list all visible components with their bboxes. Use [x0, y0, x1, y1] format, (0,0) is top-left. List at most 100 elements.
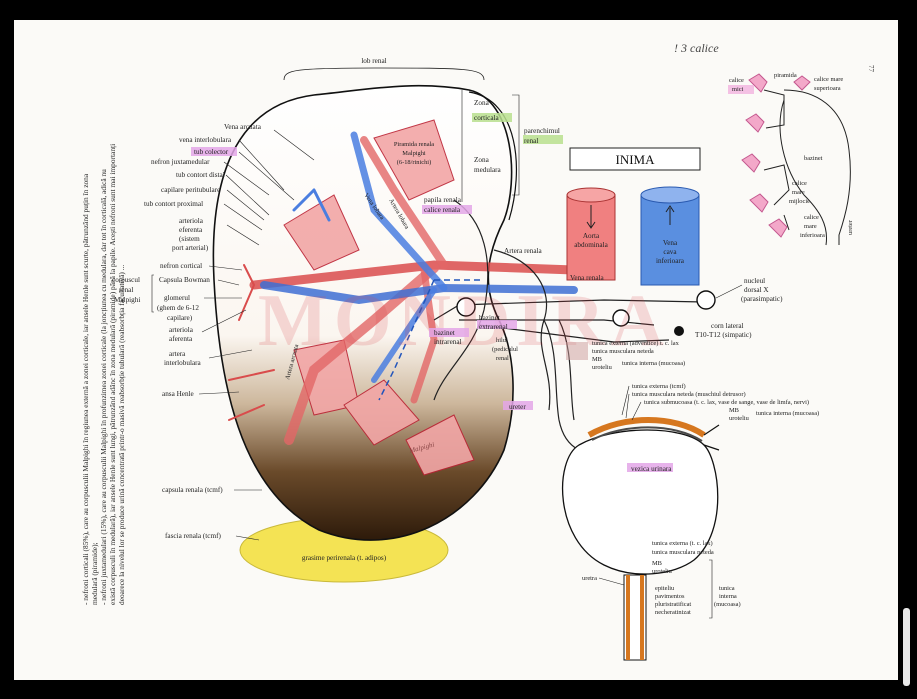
svg-text:tunica submucoasa (t. c. lax,: tunica submucoasa (t. c. lax, vase de sa…: [644, 399, 809, 406]
svg-text:tunica externa (tcmf): tunica externa (tcmf): [632, 383, 686, 390]
side-line-4: există corpusculi în medulară), iar anse…: [108, 144, 117, 605]
svg-text:port arterial): port arterial): [172, 244, 209, 252]
svg-text:tunica: tunica: [719, 585, 735, 592]
vena-cava-inferioara: [640, 186, 700, 286]
svg-text:calice: calice: [729, 77, 744, 84]
document-page: - nefroni corticali (85%), care au corpu…: [14, 20, 898, 680]
svg-text:inferioara: inferioara: [800, 232, 825, 239]
svg-text:(ghem de 6-12: (ghem de 6-12: [157, 304, 199, 312]
svg-text:tunica externa (adventice) t.: tunica externa (adventice) t. c. lax: [592, 340, 680, 347]
svg-text:(6-18/rinichi): (6-18/rinichi): [397, 159, 431, 166]
label-ureter: ureter: [509, 403, 526, 411]
label-corticala: corticala: [474, 114, 500, 122]
svg-text:ansa Henle: ansa Henle: [162, 390, 194, 398]
svg-text:Malpighi: Malpighi: [114, 296, 140, 304]
svg-text:necheratinizat: necheratinizat: [655, 609, 691, 616]
svg-text:Vena renala: Vena renala: [570, 274, 605, 282]
svg-text:artera: artera: [169, 350, 186, 358]
svg-text:uretra: uretra: [582, 575, 597, 582]
svg-text:aferenta: aferenta: [169, 335, 193, 343]
svg-text:arteriola: arteriola: [169, 326, 194, 334]
svg-text:MB: MB: [729, 407, 739, 414]
svg-text:mare: mare: [792, 189, 805, 196]
svg-text:calice: calice: [792, 180, 807, 187]
label-parenchim-renal: renal: [524, 137, 538, 145]
anatomy-diagram: - nefroni corticali (85%), care au corpu…: [81, 41, 875, 661]
calyx-diagram: [741, 73, 851, 246]
svg-text:Malpighi: Malpighi: [402, 150, 426, 157]
svg-text:bazinet: bazinet: [804, 155, 823, 162]
svg-text:renal: renal: [496, 355, 509, 362]
svg-text:tunica musculara neteda (musch: tunica musculara neteda (muschiul detrus…: [632, 391, 746, 398]
svg-text:mici: mici: [732, 86, 744, 93]
svg-text:(mucoasa): (mucoasa): [714, 601, 741, 608]
svg-text:cava: cava: [663, 248, 677, 256]
svg-text:Capsula Bowman: Capsula Bowman: [159, 276, 210, 284]
ureter-tube: [543, 319, 580, 451]
svg-text:(pediculul: (pediculul: [492, 346, 518, 353]
svg-text:uroteliu: uroteliu: [652, 568, 673, 575]
nerve-labels: nucleul dorsal X (parasimpatic) corn lat…: [695, 277, 783, 339]
svg-text:interna: interna: [719, 593, 737, 600]
svg-text:capilare): capilare): [167, 314, 193, 322]
svg-text:calice mare: calice mare: [814, 76, 843, 83]
svg-text:pluristratificat: pluristratificat: [655, 601, 691, 608]
page-number: 77: [867, 65, 875, 73]
svg-text:tunica musculara neteda: tunica musculara neteda: [592, 348, 654, 355]
svg-text:arteriola: arteriola: [179, 217, 204, 225]
renal-pyramids: [283, 119, 475, 476]
svg-text:nucleul: nucleul: [744, 277, 765, 285]
svg-text:Vena arcuata: Vena arcuata: [224, 123, 262, 131]
svg-text:T10-T12 (simpatic): T10-T12 (simpatic): [695, 331, 752, 339]
heart-label: INIMA: [616, 152, 656, 167]
svg-text:inferioara: inferioara: [656, 257, 685, 265]
svg-text:corpuscul: corpuscul: [112, 276, 140, 284]
label-medulara: medulara: [474, 166, 502, 174]
side-line-5: deoarece la nivelul lor se produce urină…: [117, 265, 126, 605]
svg-text:(sistem: (sistem: [179, 235, 200, 243]
svg-text:abdominala: abdominala: [574, 241, 608, 249]
label-grasime-perirenala: grasime perirenala (t. adipos): [302, 554, 387, 562]
svg-text:capsula renala (tcmf): capsula renala (tcmf): [162, 486, 223, 494]
label-parenchim: parenchimul: [524, 127, 560, 135]
svg-text:Aorta: Aorta: [583, 232, 600, 240]
svg-text:tunica interna (mucoasa): tunica interna (mucoasa): [756, 410, 819, 417]
ganglia: [456, 290, 716, 327]
svg-text:dorsal X: dorsal X: [744, 286, 769, 294]
svg-text:vena interlobulara: vena interlobulara: [179, 136, 232, 144]
svg-text:tunica externa (t. c. lax): tunica externa (t. c. lax): [652, 540, 713, 547]
label-zona-medulara: Zona: [474, 156, 490, 164]
svg-text:Piramida renala: Piramida renala: [394, 141, 434, 148]
svg-text:tunica musculara neteda: tunica musculara neteda: [652, 549, 714, 556]
svg-text:fascia renala (tcmf): fascia renala (tcmf): [165, 532, 221, 540]
svg-text:Vena: Vena: [663, 239, 678, 247]
svg-text:hilul: hilul: [496, 337, 508, 344]
svg-text:extrarenal: extrarenal: [479, 323, 508, 331]
side-line-3: - nefroni juxtamedulari (15%), care au c…: [99, 169, 108, 605]
svg-text:bazinet: bazinet: [434, 329, 455, 337]
svg-text:tub contort proximal: tub contort proximal: [144, 200, 203, 208]
watermark: MONDIRA: [258, 280, 670, 362]
side-line-1: - nefroni corticali (85%), care au corpu…: [81, 173, 90, 605]
svg-text:uroteliu: uroteliu: [592, 364, 613, 371]
svg-text:epiteliu: epiteliu: [655, 585, 675, 592]
svg-text:intrarenal: intrarenal: [434, 338, 462, 346]
svg-text:pavimentos: pavimentos: [655, 593, 685, 600]
calyx-labels: calice mici piramida calice mare superio…: [729, 72, 854, 239]
svg-text:ureter: ureter: [847, 219, 854, 235]
heart-box: [569, 147, 701, 171]
svg-text:uroteliu: uroteliu: [729, 415, 750, 422]
svg-text:mare: mare: [804, 223, 817, 230]
svg-text:calice renala: calice renala: [424, 206, 461, 214]
svg-text:corn lateral: corn lateral: [711, 322, 744, 330]
svg-text:capilare peritubulare: capilare peritubulare: [161, 186, 220, 194]
side-line-2: medulară (piramide);: [90, 542, 99, 605]
svg-text:superioara: superioara: [814, 85, 841, 92]
scrollbar[interactable]: [903, 608, 910, 686]
svg-text:piramida: piramida: [774, 72, 797, 79]
urethra-layer-labels: tunica externa (t. c. lax) tunica muscul…: [582, 540, 741, 619]
bladder-layer-labels: tunica externa (tcmf) tunica musculara n…: [621, 383, 819, 473]
svg-text:Artera renala: Artera renala: [504, 247, 543, 255]
svg-text:MB: MB: [652, 560, 662, 567]
label-vezica-urinara: vezica urinara: [631, 465, 672, 473]
